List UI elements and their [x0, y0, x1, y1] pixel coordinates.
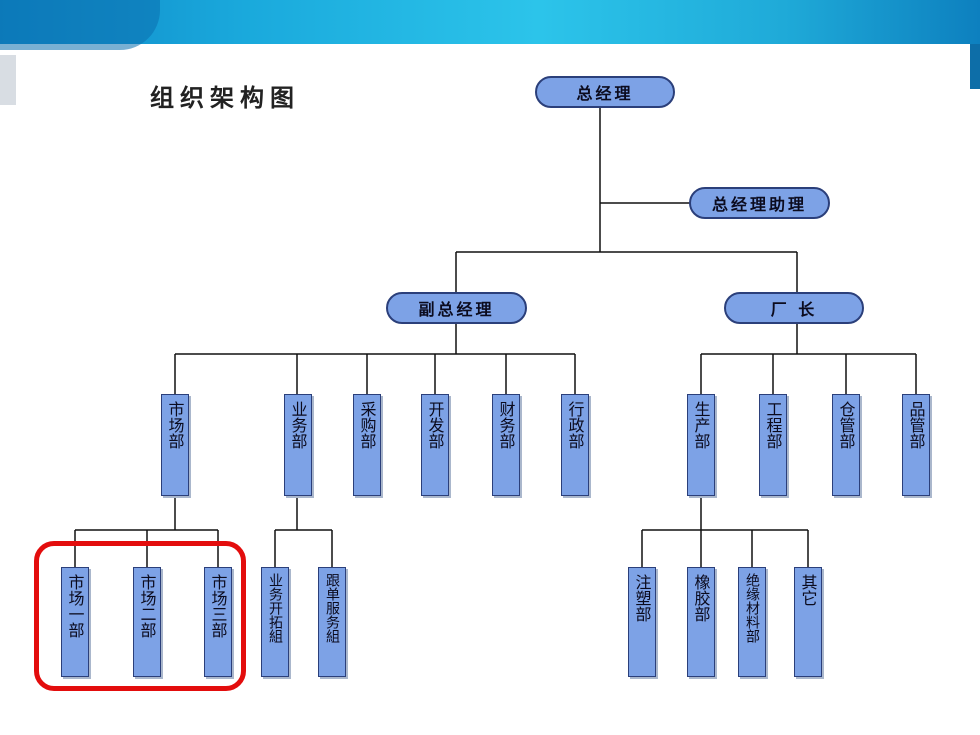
page-title: 组织架构图 — [150, 84, 300, 112]
node-insulation-dept: 绝缘材料部 — [738, 567, 766, 677]
node-market-dept: 市场部 — [161, 394, 189, 496]
node-factory-head: 厂 长 — [724, 292, 864, 324]
node-admin-dept: 行政部 — [561, 394, 589, 496]
node-engineering-dept: 工程部 — [759, 394, 787, 496]
node-rubber-dept: 橡胶部 — [687, 567, 715, 677]
node-business-dept: 业务部 — [284, 394, 312, 496]
highlight-frame — [34, 541, 246, 691]
node-deputy-gm: 副总经理 — [386, 292, 527, 324]
node-gm-assistant: 总经理助理 — [689, 187, 830, 219]
node-warehouse-dept: 仓管部 — [832, 394, 860, 496]
node-purchase-dept: 采购部 — [353, 394, 381, 496]
node-market-3: 市场三部 — [204, 567, 232, 677]
node-dev-dept: 开发部 — [421, 394, 449, 496]
node-general-manager: 总经理 — [535, 76, 675, 108]
right-tab-decoration — [970, 44, 980, 89]
node-finance-dept: 财务部 — [492, 394, 520, 496]
node-production-dept: 生产部 — [687, 394, 715, 496]
node-market-2: 市场二部 — [133, 567, 161, 677]
node-market-1: 市场一部 — [61, 567, 89, 677]
node-biz-follow-group: 跟单服务組 — [318, 567, 346, 677]
node-biz-expand-group: 业务开拓組 — [261, 567, 289, 677]
banner-accent — [0, 0, 160, 50]
node-injection-dept: 注塑部 — [628, 567, 656, 677]
node-other: 其它 — [794, 567, 822, 677]
header-banner — [0, 0, 980, 44]
node-quality-dept: 品管部 — [902, 394, 930, 496]
left-tab-decoration — [0, 55, 16, 105]
